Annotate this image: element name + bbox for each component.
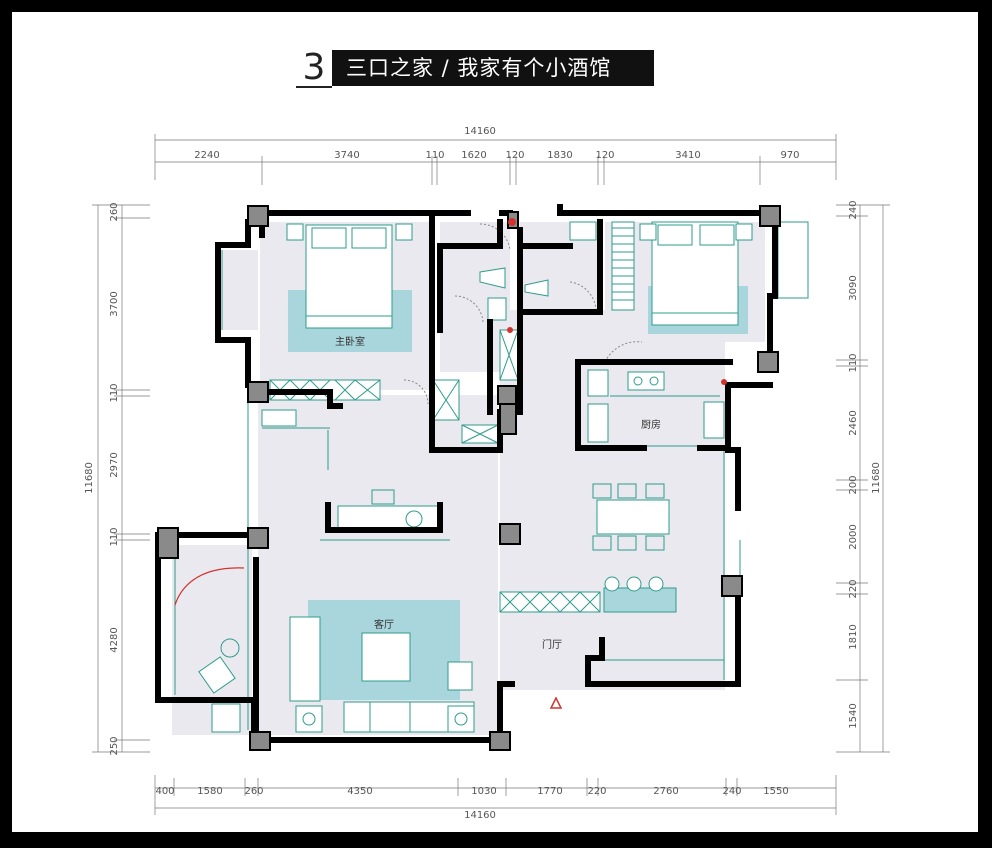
dim-right-6: 220 xyxy=(848,579,859,598)
dim-bottom-3: 4350 xyxy=(347,786,372,797)
walls xyxy=(155,204,778,743)
dim-left-total: 11680 xyxy=(84,462,95,494)
column xyxy=(757,351,779,373)
columns xyxy=(157,205,781,751)
ottoman xyxy=(447,661,473,691)
balcony-door-swing xyxy=(174,567,245,606)
column xyxy=(499,523,521,545)
nightstand-left xyxy=(286,223,304,241)
dim-top-total: 14160 xyxy=(464,126,496,137)
side-table-left xyxy=(295,705,323,733)
side-table-right xyxy=(447,705,475,733)
master-bed xyxy=(305,224,393,318)
dimension-labels: 14160 2240 3740 110 1620 120 1830 120 34… xyxy=(84,126,882,821)
dim-top-3: 1620 xyxy=(461,150,486,161)
dim-top-8: 970 xyxy=(780,150,799,161)
dim-left-0: 260 xyxy=(109,202,120,221)
dim-right-7: 1810 xyxy=(848,624,859,649)
bed-2 xyxy=(651,221,739,315)
kitchen-sink xyxy=(703,401,725,439)
dim-right-8: 1540 xyxy=(848,703,859,728)
gas-riser-icon xyxy=(508,218,516,226)
column xyxy=(247,205,269,227)
dim-bottom-5: 1770 xyxy=(537,786,562,797)
nightstand-right xyxy=(395,223,413,241)
bar-counter xyxy=(603,587,677,613)
balcony-right xyxy=(777,221,809,299)
dim-left-4: 110 xyxy=(109,527,120,546)
washbasin-2 xyxy=(569,221,597,241)
column xyxy=(247,527,269,549)
title-bar: 三口之家 / 我家有个小酒馆 xyxy=(332,50,654,86)
toilet-1 xyxy=(479,267,506,289)
nightstand-3 xyxy=(639,223,657,241)
coffee-table xyxy=(361,632,411,682)
label-entrance: 门厅 xyxy=(542,638,562,651)
dim-right-2: 110 xyxy=(848,353,859,372)
title-number: 3 xyxy=(296,50,332,88)
dim-right-5: 2000 xyxy=(848,524,859,549)
drain-icon xyxy=(507,327,513,333)
dim-right-1: 3090 xyxy=(848,275,859,300)
column xyxy=(249,731,271,751)
dim-bottom-9: 1550 xyxy=(763,786,788,797)
room-labels: 主卧室 厨房 客厅 门厅 xyxy=(335,335,661,651)
dining-table xyxy=(596,499,670,535)
study-chair xyxy=(371,489,395,505)
dim-top-0: 2240 xyxy=(194,150,219,161)
armchair-left xyxy=(289,616,321,702)
dim-top-5: 1830 xyxy=(547,150,572,161)
nightstand-4 xyxy=(735,223,753,241)
label-kitchen: 厨房 xyxy=(641,418,661,431)
study-desk xyxy=(337,505,439,531)
dim-top-6: 120 xyxy=(595,150,614,161)
toilet-2 xyxy=(524,279,549,297)
dim-top-4: 120 xyxy=(505,150,524,161)
dim-right-total: 11680 xyxy=(871,462,882,494)
dim-bottom-7: 2760 xyxy=(653,786,678,797)
dim-top-2: 110 xyxy=(425,150,444,161)
dim-right-4: 200 xyxy=(848,475,859,494)
column xyxy=(499,403,517,435)
balcony-table xyxy=(220,638,240,658)
column xyxy=(247,381,269,403)
fridge xyxy=(587,369,609,397)
column xyxy=(497,385,517,405)
dim-left-1: 3700 xyxy=(109,291,120,316)
dim-bottom-4: 1030 xyxy=(471,786,496,797)
dim-bottom-2: 260 xyxy=(244,786,263,797)
dim-top-1: 3740 xyxy=(334,150,359,161)
dim-right-0: 240 xyxy=(848,200,859,219)
column xyxy=(157,527,179,559)
dim-bottom-total: 14160 xyxy=(464,810,496,821)
dim-left-2: 110 xyxy=(109,383,120,402)
cooktop xyxy=(627,371,665,391)
column xyxy=(759,205,781,227)
dimension-lines xyxy=(92,134,890,815)
dim-left-5: 4280 xyxy=(109,627,120,652)
column xyxy=(489,731,511,751)
dim-bottom-0: 400 xyxy=(155,786,174,797)
dim-bottom-6: 220 xyxy=(587,786,606,797)
column xyxy=(721,575,743,597)
label-living-room: 客厅 xyxy=(374,618,394,631)
dim-right-3: 2460 xyxy=(848,410,859,435)
entrance-marker-icon xyxy=(549,696,563,709)
balcony-cabinet xyxy=(211,703,241,733)
dim-bottom-8: 240 xyxy=(722,786,741,797)
dim-bottom-1: 1580 xyxy=(197,786,222,797)
kitchen-riser-icon xyxy=(721,379,727,385)
dim-left-3: 2970 xyxy=(109,452,120,477)
lounge-chair xyxy=(198,656,236,694)
wardrobe-2 xyxy=(611,221,635,311)
dim-top-7: 3410 xyxy=(675,150,700,161)
dim-left-6: 250 xyxy=(109,736,120,755)
tv-cabinet xyxy=(261,409,297,427)
washbasin-1 xyxy=(487,297,507,321)
label-master-bedroom: 主卧室 xyxy=(335,335,365,348)
